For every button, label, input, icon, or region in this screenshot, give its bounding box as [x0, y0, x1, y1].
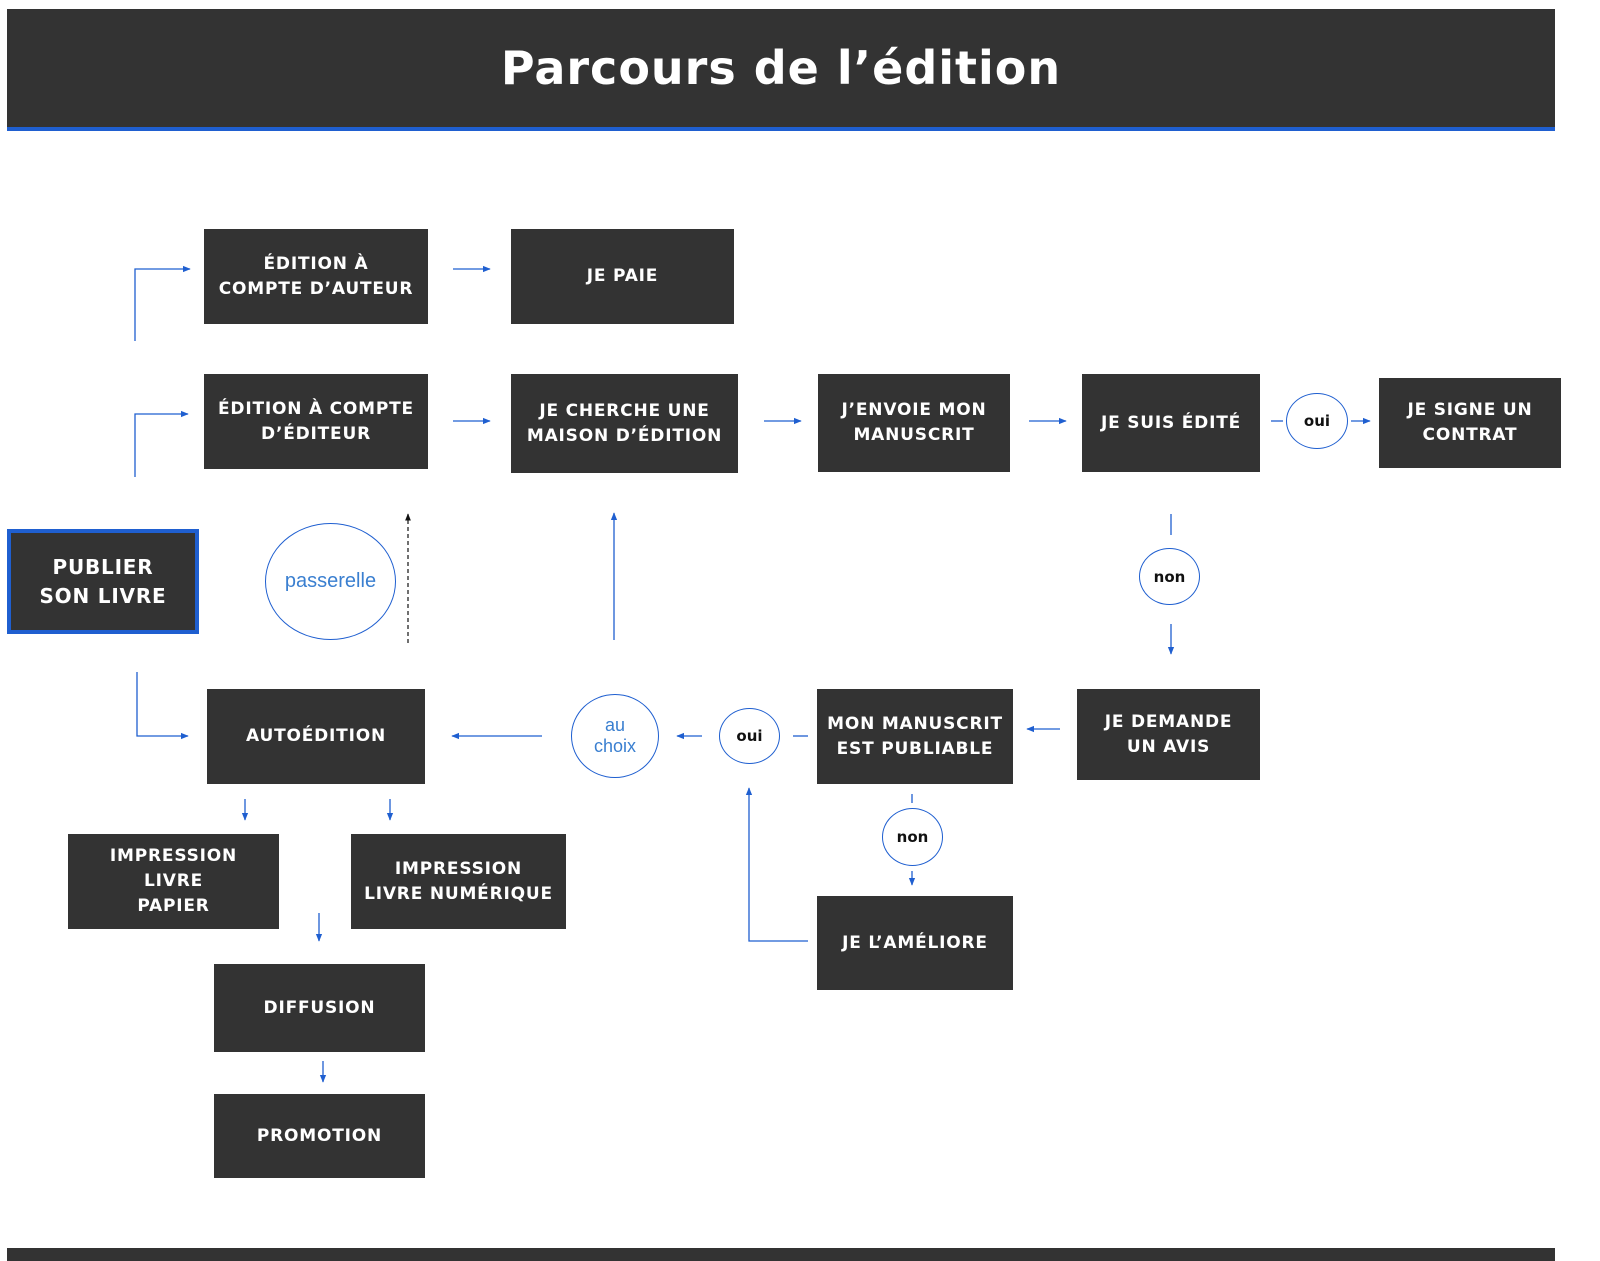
node-je-cherche-maison: JE CHERCHE UNE MAISON D’ÉDITION [511, 374, 738, 473]
footer-bar [7, 1248, 1555, 1261]
connector-start-to-compte-auteur [134, 265, 191, 341]
node-je-suis-edite: JE SUIS ÉDITÉ [1082, 374, 1260, 472]
bubble-non-publiable: non [882, 808, 943, 866]
node-j-envoie-manuscrit: J’ENVOIE MON MANUSCRIT [818, 374, 1010, 472]
node-impression-papier: IMPRESSION LIVRE PAPIER [68, 834, 279, 929]
connector-ameliore-to-oui [745, 787, 808, 942]
node-diffusion: DIFFUSION [214, 964, 425, 1052]
node-publier-son-livre: PUBLIER SON LIVRE [7, 529, 199, 634]
node-edition-compte-editeur: ÉDITION À COMPTE D’ÉDITEUR [204, 374, 428, 469]
connector-start-to-compte-editeur [134, 410, 189, 477]
node-autoedition: AUTOÉDITION [207, 689, 425, 784]
connector-start-to-autoedition [136, 672, 189, 740]
node-impression-numerique: IMPRESSION LIVRE NUMÉRIQUE [351, 834, 566, 929]
node-manuscrit-publiable: MON MANUSCRIT EST PUBLIABLE [817, 689, 1013, 784]
node-je-signe-contrat: JE SIGNE UN CONTRAT [1379, 378, 1561, 468]
node-je-l-ameliore: JE L’AMÉLIORE [817, 896, 1013, 990]
bubble-non-edite: non [1139, 548, 1200, 605]
title-banner: Parcours de l’édition [7, 9, 1555, 131]
bubble-au-choix: au choix [571, 694, 659, 778]
bubble-oui-publiable: oui [719, 708, 780, 764]
page-title: Parcours de l’édition [500, 41, 1062, 95]
node-promotion: PROMOTION [214, 1094, 425, 1178]
node-edition-compte-auteur: ÉDITION À COMPTE D’AUTEUR [204, 229, 428, 324]
node-je-paie: JE PAIE [511, 229, 734, 324]
bubble-passerelle: passerelle [265, 523, 396, 640]
node-je-demande-avis: JE DEMANDE UN AVIS [1077, 689, 1260, 780]
bubble-oui-contrat: oui [1286, 393, 1348, 449]
